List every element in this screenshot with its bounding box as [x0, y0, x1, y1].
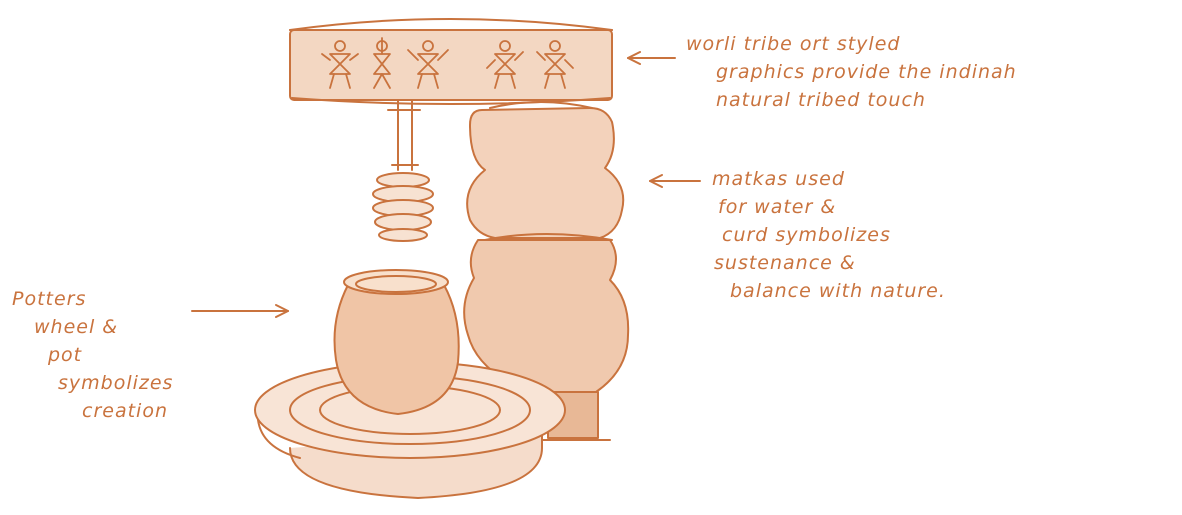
arrow-matkas — [650, 175, 700, 187]
arrow-warli — [628, 52, 675, 64]
warli-canopy — [290, 19, 612, 104]
annotation-line: worli tribe ort styled — [686, 30, 1017, 58]
annotation-line: sustenance & — [712, 249, 946, 277]
arrow-potters — [192, 305, 288, 317]
annotation-potters: Potters wheel & pot symbolizes creation — [12, 285, 173, 425]
spindle-rod — [388, 100, 420, 170]
matka-upper — [467, 102, 623, 238]
annotation-matkas: matkas used for water & curd symbolizes … — [712, 165, 946, 305]
annotation-line: symbolizes — [12, 369, 173, 397]
annotation-line: matkas used — [712, 165, 946, 193]
annotation-line: for water & — [712, 193, 946, 221]
annotation-line: graphics provide the indinah — [686, 58, 1017, 86]
annotation-line: wheel & — [12, 313, 173, 341]
annotation-warli: worli tribe ort styled graphics provide … — [686, 30, 1017, 114]
annotation-line: pot — [12, 341, 173, 369]
clay-pot — [335, 270, 459, 414]
coil-spring — [373, 173, 433, 241]
annotation-line: natural tribed touch — [686, 86, 1017, 114]
annotation-line: Potters — [12, 285, 173, 313]
annotation-line: creation — [12, 397, 173, 425]
annotation-line: balance with nature. — [712, 277, 946, 305]
annotation-line: curd symbolizes — [712, 221, 946, 249]
